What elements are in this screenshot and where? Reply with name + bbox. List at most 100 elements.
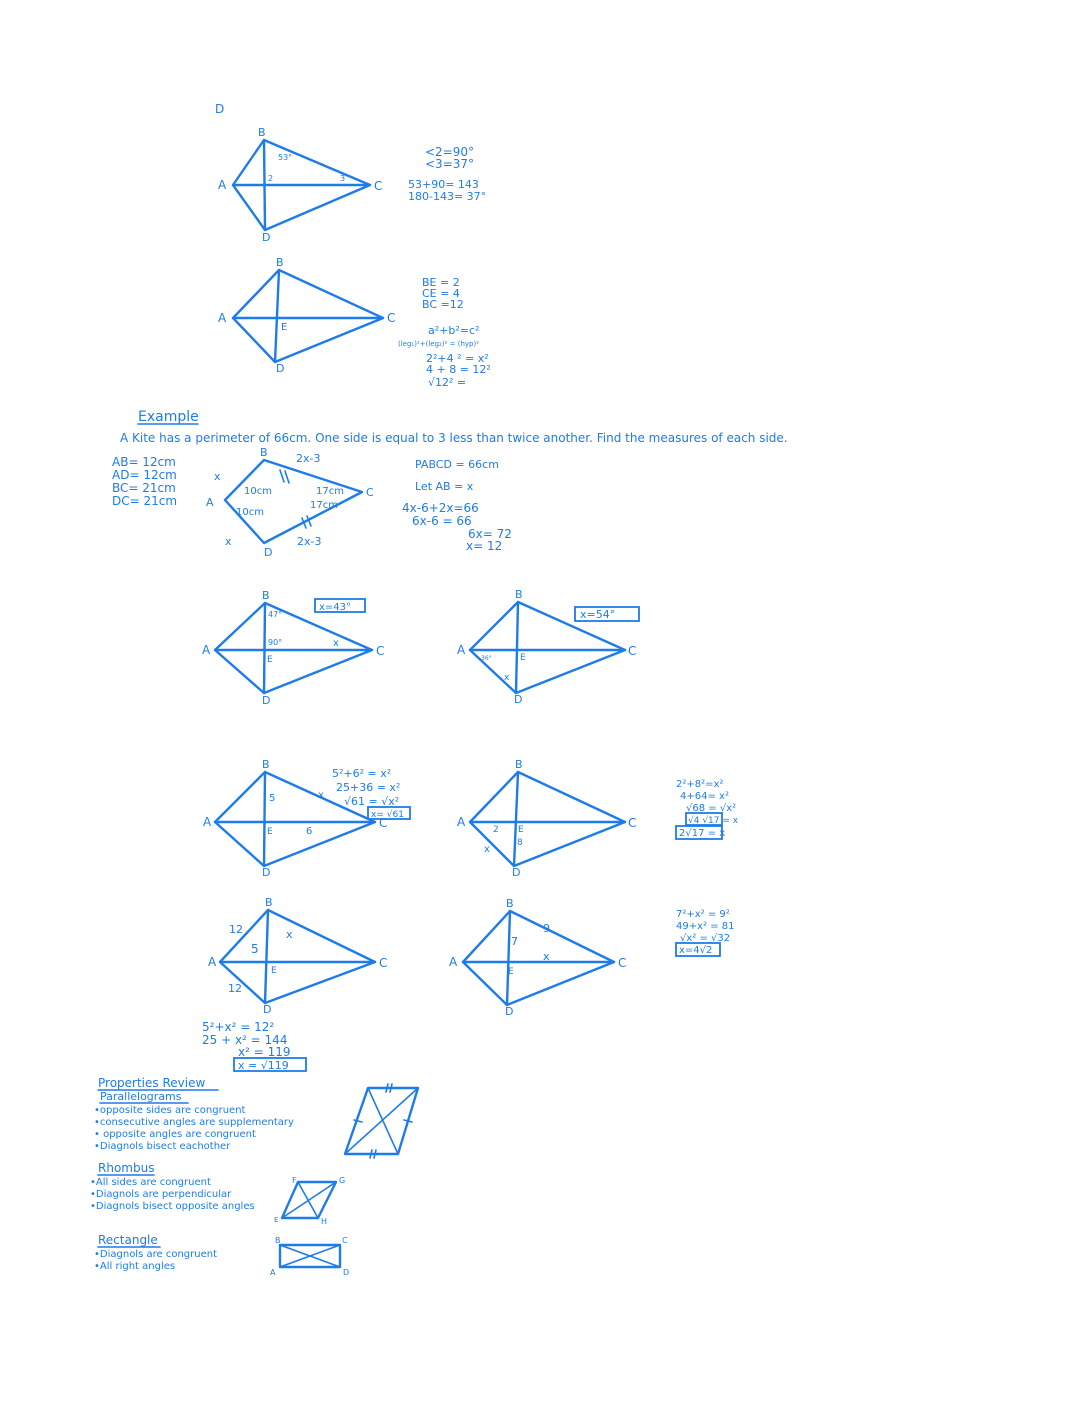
work-line: 4+64= x²	[680, 791, 729, 802]
work-line: 7²+x² = 9²	[676, 909, 730, 920]
tick-mark	[306, 515, 312, 527]
side-label: 7	[511, 935, 518, 948]
tick-mark	[284, 470, 290, 484]
properties-review: Properties Review Parallelograms •opposi…	[90, 1076, 420, 1277]
vertex-d: D	[262, 866, 270, 879]
side-label: 12	[229, 923, 243, 936]
unknown-label: x	[286, 928, 293, 941]
vertex-c: C	[628, 644, 636, 658]
vertex-c: C	[376, 644, 384, 658]
example-section: Example A Kite has a perimeter of 66cm. …	[112, 409, 788, 559]
work-line: 49+x² = 81	[676, 921, 735, 932]
kite-figure-2: B A C D E BE = 2 CE = 4 BC =12 a²+b²=c² …	[218, 256, 491, 389]
property-item: •Diagnols bisect opposite angles	[90, 1201, 255, 1212]
property-item: •opposite sides are congruent	[94, 1105, 246, 1116]
vertex-e: E	[267, 655, 273, 665]
vertex-f: F	[292, 1176, 297, 1185]
kite-diagonal	[512, 770, 520, 868]
vertex-b: B	[276, 256, 284, 269]
unknown-label: x	[333, 638, 339, 649]
vertex-d: D	[262, 694, 270, 707]
property-item: •Diagnols are perpendicular	[90, 1189, 232, 1200]
vertex-c: C	[379, 956, 387, 970]
kite-diagonal	[263, 908, 270, 1005]
example-problem: A Kite has a perimeter of 66cm. One side…	[120, 431, 788, 445]
unknown-label: x	[318, 790, 324, 801]
work-line: 6x= 72	[468, 527, 512, 541]
angle-label: 90°	[268, 638, 282, 647]
side-label: x	[214, 470, 221, 483]
properties-title: Properties Review	[98, 1076, 205, 1090]
note-line: <3=37°	[425, 157, 474, 171]
rhombus-title: Rhombus	[98, 1161, 154, 1175]
unknown-label: x	[484, 844, 490, 855]
side-label: 10cm	[236, 507, 264, 518]
tick-mark	[279, 469, 285, 483]
side-label: 2x-3	[297, 535, 321, 548]
note-line: √12² =	[428, 376, 466, 389]
work-line: 25 + x² = 144	[202, 1033, 287, 1047]
work-line: 6x-6 = 66	[412, 514, 472, 528]
vertex-d: D	[276, 362, 284, 375]
vertex-b: B	[262, 758, 270, 771]
kite-figure-7: B A C D E 2 8 x 2²+8²=x² 4+64= x² √68 = …	[457, 758, 739, 879]
answer-box	[314, 598, 366, 613]
vertex-a: A	[457, 815, 466, 829]
note-line: BE = 2	[422, 276, 460, 289]
vertex-h: H	[321, 1217, 327, 1226]
kite-outline	[223, 458, 364, 545]
kite-outline	[213, 601, 374, 695]
answer-text: x=43°	[319, 602, 351, 613]
vertex-c: C	[374, 179, 382, 193]
side-label: 2x-3	[296, 452, 320, 465]
note-line: 4 + 8 = 12²	[426, 363, 491, 376]
kite-figure-6: B A C D E 5 6 x 5²+6² = x² 25+36 = x² √6…	[203, 758, 411, 879]
unknown-label: x	[504, 673, 510, 683]
note-line: <2=90°	[425, 145, 474, 159]
label-top-d: D	[215, 102, 224, 116]
answer-box	[685, 812, 723, 826]
vertex-b: B	[258, 126, 266, 139]
vertex-c: C	[366, 486, 374, 499]
vertex-b: B	[506, 897, 514, 910]
note-line: 53+90= 143	[408, 178, 479, 191]
side-label: 5	[251, 942, 259, 956]
vertex-e: E	[520, 653, 526, 663]
vertex-c: C	[628, 816, 636, 830]
vertex-a: A	[270, 1268, 276, 1277]
angle-label: 36°	[481, 655, 492, 662]
answer-text: x = √119	[238, 1059, 289, 1072]
vertex-e: E	[267, 827, 273, 837]
rhombus-diagonal	[281, 1181, 337, 1219]
vertex-a: A	[206, 496, 214, 509]
vertex-d: D	[514, 693, 522, 706]
vertex-d: D	[264, 546, 272, 559]
note-line: BC =12	[422, 298, 464, 311]
answer-text: x=54°	[580, 608, 615, 621]
kite-outline	[231, 268, 385, 364]
kite-figure-9: B A C D E 7 9 x 7²+x² = 9² 49+x² = 81 √x…	[449, 897, 735, 1018]
tick-mark	[301, 517, 307, 529]
side-label: 9	[543, 922, 550, 935]
work-line: x² = 119	[238, 1045, 291, 1059]
vertex-e: E	[518, 825, 524, 835]
parallelogram-diagonal	[367, 1087, 399, 1155]
answer-text: 2√17 = x	[679, 828, 725, 839]
angle-label: 53°	[278, 153, 292, 162]
answer-text: x= √61	[371, 809, 404, 820]
vertex-e: E	[508, 967, 514, 977]
side-label: 2	[493, 825, 499, 835]
parallelogram-sketch	[343, 1083, 420, 1159]
vertex-d: D	[343, 1268, 349, 1277]
kite-outline	[468, 770, 627, 868]
vertex-a: A	[218, 178, 227, 192]
vertex-g: G	[339, 1176, 345, 1185]
tick-mark	[353, 1119, 363, 1123]
work-line: 25+36 = x²	[336, 781, 400, 794]
vertex-c: C	[379, 816, 387, 830]
vertex-b: B	[275, 1236, 281, 1245]
property-item: •consecutive angles are supplementary	[94, 1117, 294, 1128]
side-length: DC= 21cm	[112, 494, 177, 508]
vertex-c: C	[618, 956, 626, 970]
vertex-d: D	[262, 231, 270, 244]
